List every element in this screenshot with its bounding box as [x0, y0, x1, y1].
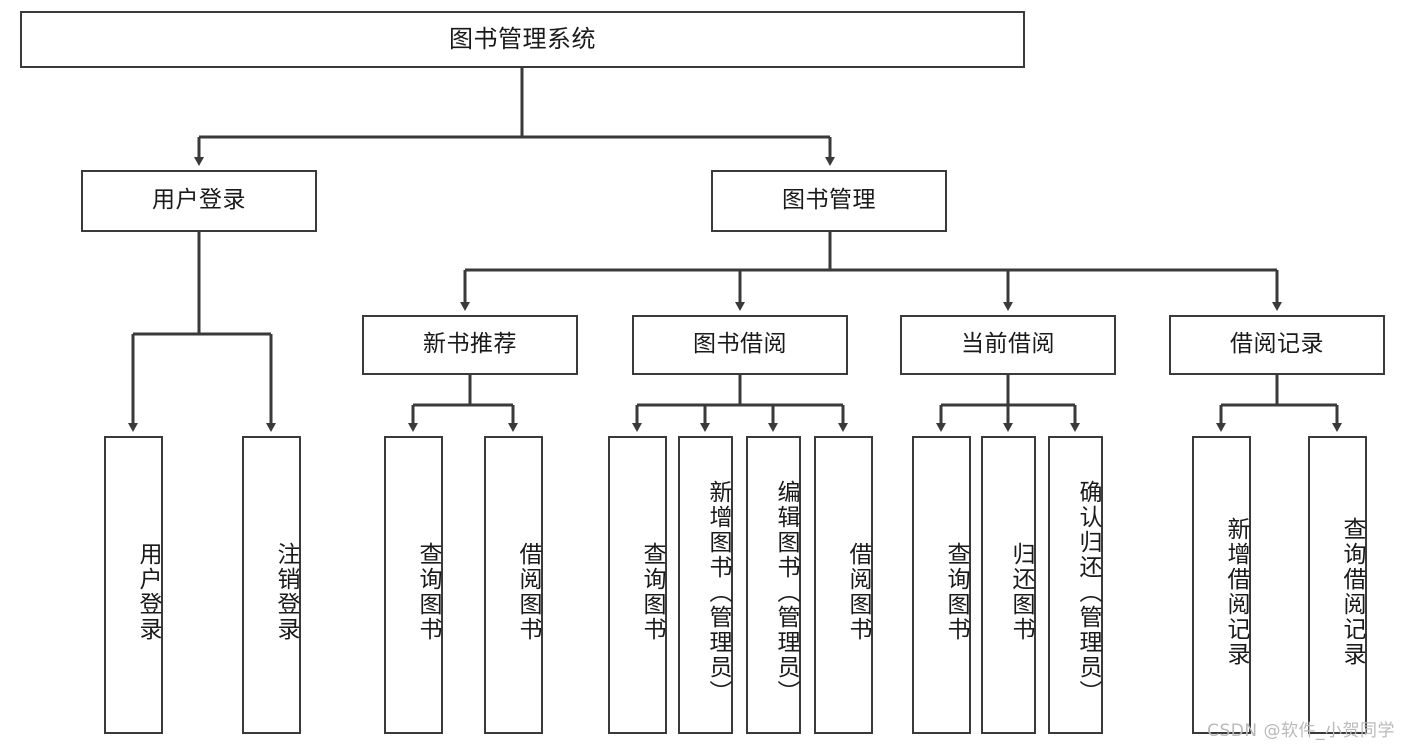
node-new-book-recommend[interactable]: 新书推荐	[362, 315, 578, 375]
node-label: 查询图书	[639, 542, 665, 642]
node-label: 新增借阅记录	[1223, 517, 1249, 667]
leaf-borrow-edit-book-admin[interactable]: 编辑图书（管理员）	[746, 436, 801, 734]
node-label: 用户登录	[152, 187, 246, 214]
node-label: 图书借阅	[693, 331, 787, 358]
node-label: 查询图书	[415, 542, 441, 642]
node-borrow-record[interactable]: 借阅记录	[1169, 315, 1385, 375]
leaf-record-add-record[interactable]: 新增借阅记录	[1192, 436, 1251, 734]
node-label: 归还图书	[1008, 542, 1034, 642]
node-book-borrow[interactable]: 图书借阅	[632, 315, 848, 375]
node-label: 图书管理系统	[449, 25, 596, 54]
leaf-user-login-logout[interactable]: 注销登录	[242, 436, 301, 734]
node-label: 图书管理	[782, 187, 876, 214]
leaf-record-query-record[interactable]: 查询借阅记录	[1308, 436, 1367, 734]
node-label: 编辑图书（管理员）	[773, 479, 799, 705]
node-label: 借阅图书	[515, 542, 541, 642]
node-book-management[interactable]: 图书管理	[711, 170, 947, 232]
node-current-borrow[interactable]: 当前借阅	[900, 315, 1116, 375]
node-label: 注销登录	[273, 542, 299, 642]
leaf-borrow-borrow-book[interactable]: 借阅图书	[814, 436, 873, 734]
node-user-login[interactable]: 用户登录	[81, 170, 317, 232]
leaf-borrow-add-book-admin[interactable]: 新增图书（管理员）	[678, 436, 733, 734]
node-label: 查询图书	[943, 542, 969, 642]
node-label: 确认归还（管理员）	[1075, 479, 1101, 705]
node-label: 新增图书（管理员）	[705, 479, 731, 705]
node-root-system[interactable]: 图书管理系统	[20, 11, 1025, 68]
leaf-current-query-book[interactable]: 查询图书	[912, 436, 971, 734]
leaf-current-confirm-return-admin[interactable]: 确认归还（管理员）	[1048, 436, 1103, 734]
leaf-current-return-book[interactable]: 归还图书	[981, 436, 1036, 734]
node-label: 当前借阅	[961, 331, 1055, 358]
node-label: 借阅图书	[845, 542, 871, 642]
node-label: 借阅记录	[1230, 331, 1324, 358]
leaf-recommend-borrow-book[interactable]: 借阅图书	[484, 436, 543, 734]
node-label: 用户登录	[135, 542, 161, 642]
leaf-recommend-query-book[interactable]: 查询图书	[384, 436, 443, 734]
node-label: 新书推荐	[423, 331, 517, 358]
node-label: 查询借阅记录	[1339, 517, 1365, 667]
leaf-user-login-login[interactable]: 用户登录	[104, 436, 163, 734]
leaf-borrow-query-book[interactable]: 查询图书	[608, 436, 667, 734]
